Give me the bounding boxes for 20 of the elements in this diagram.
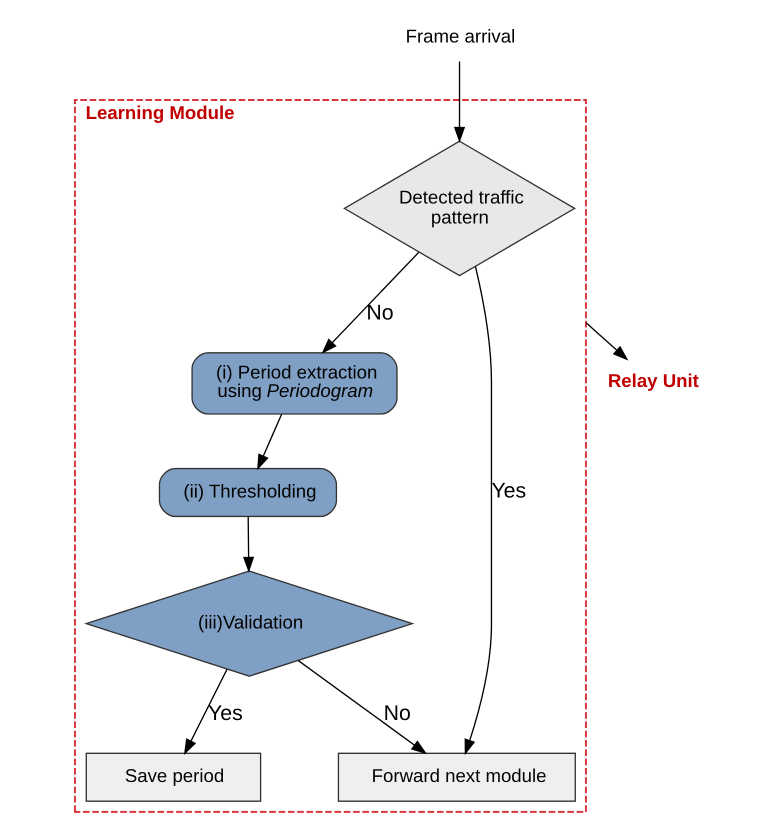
arrow xyxy=(256,414,282,470)
edge-label: Yes xyxy=(208,700,242,725)
node-text: Frame arrival xyxy=(405,25,515,46)
arrow xyxy=(242,516,254,573)
arrow xyxy=(298,660,427,754)
arrow xyxy=(453,61,465,143)
arrow xyxy=(584,322,628,361)
edge-label: No xyxy=(383,700,410,725)
arrow xyxy=(464,266,492,756)
node-diamond: (iii)Validation xyxy=(84,570,414,677)
node-box: Save period xyxy=(85,752,261,802)
edge-label: No xyxy=(366,300,394,324)
edge-label: Yes xyxy=(490,478,526,503)
node-text: Relay Unit xyxy=(607,370,698,391)
arrow xyxy=(321,252,419,354)
node-diamond: Detected traffic pattern xyxy=(342,140,576,276)
arrow xyxy=(183,669,228,755)
node-box: (ii) Thresholding xyxy=(158,468,337,518)
node-box: (i) Period extraction using Periodogram xyxy=(190,352,398,415)
node-box: Forward next module xyxy=(337,752,576,802)
